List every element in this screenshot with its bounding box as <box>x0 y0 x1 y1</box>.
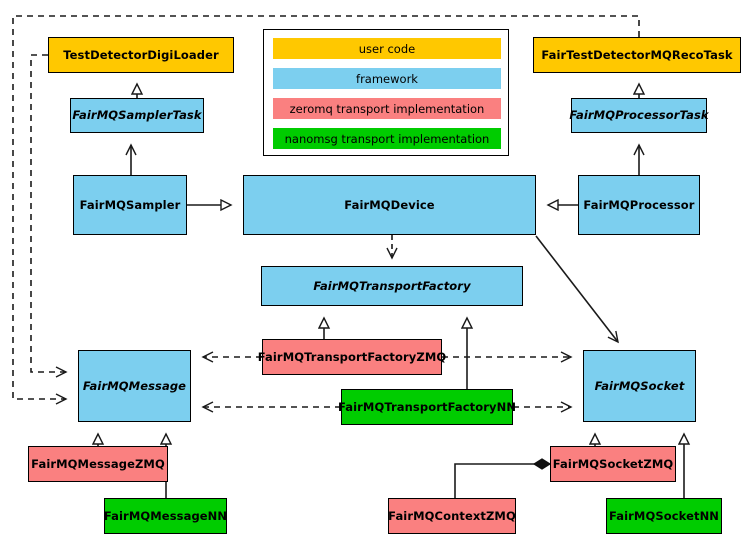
node-label: FairMQSampler <box>79 197 181 212</box>
node-label: TestDetectorDigiLoader <box>63 47 219 62</box>
legend-label: zeromq transport implementation <box>289 101 485 116</box>
node-fairmqmessage[interactable]: FairMQMessage <box>78 350 191 422</box>
node-label: FairMQMessageNN <box>103 508 228 523</box>
node-label: FairTestDetectorMQRecoTask <box>541 47 733 62</box>
node-fairmqsocketnn[interactable]: FairMQSocketNN <box>606 498 722 534</box>
legend-item-user-code: user code <box>273 38 501 59</box>
node-label: FairMQMessageZMQ <box>31 456 165 471</box>
node-fairmqcontextzmq[interactable]: FairMQContextZMQ <box>388 498 516 534</box>
node-label: FairMQMessage <box>82 378 187 393</box>
node-fairmqmessagenn[interactable]: FairMQMessageNN <box>104 498 227 534</box>
node-label: FairMQSamplerTask <box>72 108 202 123</box>
node-fairmqprocessortask[interactable]: FairMQProcessorTask <box>569 98 709 133</box>
node-label: FairMQTransportFactoryZMQ <box>257 349 447 364</box>
node-fairtestdetectormqrecotask[interactable]: FairTestDetectorMQRecoTask <box>533 37 741 73</box>
node-label: FairMQTransportFactory <box>313 278 471 293</box>
node-label: FairMQSocket <box>594 378 685 393</box>
node-label: FairMQProcessorTask <box>569 108 709 123</box>
node-fairmqsocketzmq[interactable]: FairMQSocketZMQ <box>550 446 676 482</box>
edge-association-device-socket <box>535 235 619 344</box>
legend: user code framework zeromq transport imp… <box>263 29 509 156</box>
edge-composition-socketzmq-contextzmq <box>454 464 550 498</box>
node-fairmqtransportfactorynn[interactable]: FairMQTransportFactoryNN <box>337 389 517 425</box>
legend-label: framework <box>356 71 418 86</box>
legend-item-nanomsg: nanomsg transport implementation <box>273 128 501 149</box>
node-fairmqtransportfactoryzmq[interactable]: FairMQTransportFactoryZMQ <box>258 339 446 375</box>
legend-label: user code <box>358 41 416 56</box>
legend-label: nanomsg transport implementation <box>284 131 490 146</box>
node-label: FairMQTransportFactoryNN <box>337 399 517 414</box>
node-label: FairMQProcessor <box>583 197 695 212</box>
node-fairmqprocessor[interactable]: FairMQProcessor <box>578 175 700 235</box>
node-label: FairMQDevice <box>344 197 435 212</box>
node-testdetectordigiloader[interactable]: TestDetectorDigiLoader <box>48 37 234 73</box>
legend-item-framework: framework <box>273 68 501 89</box>
node-label: FairMQSocketZMQ <box>552 456 674 471</box>
legend-item-zeromq: zeromq transport implementation <box>273 98 501 119</box>
node-label: FairMQContextZMQ <box>388 508 516 523</box>
node-fairmqsocket[interactable]: FairMQSocket <box>583 350 696 422</box>
edge-dependency-digiloader-message <box>30 54 68 378</box>
node-fairmqdevice[interactable]: FairMQDevice <box>243 175 536 235</box>
node-fairmqsampler[interactable]: FairMQSampler <box>73 175 187 235</box>
node-fairmqtransportfactory[interactable]: FairMQTransportFactory <box>261 266 523 306</box>
node-label: FairMQSocketNN <box>608 508 720 523</box>
node-fairmqmessagezmq[interactable]: FairMQMessageZMQ <box>28 446 168 482</box>
node-fairmqsamplertask[interactable]: FairMQSamplerTask <box>70 98 204 133</box>
